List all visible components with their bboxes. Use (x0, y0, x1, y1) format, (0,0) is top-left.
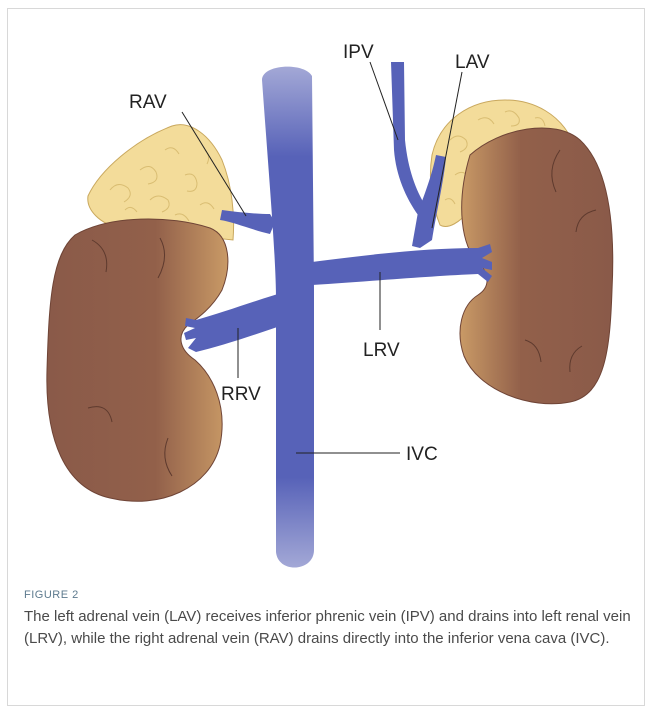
ivc-label: IVC (406, 444, 438, 465)
lav-label: LAV (455, 52, 490, 73)
ipv-label: IPV (343, 42, 374, 63)
figure-caption: The left adrenal vein (LAV) receives inf… (24, 606, 634, 650)
rrv-label: RRV (221, 384, 261, 405)
figure-label: FIGURE 2 (24, 589, 79, 601)
vein-anatomy-diagram: IPV LAV RAV LRV RRV IVC (0, 0, 648, 580)
inferior-phrenic-vein (391, 62, 425, 215)
rav-label: RAV (129, 92, 167, 113)
lrv-label: LRV (363, 340, 400, 361)
right-kidney (47, 219, 228, 501)
left-renal-vein (312, 244, 492, 285)
